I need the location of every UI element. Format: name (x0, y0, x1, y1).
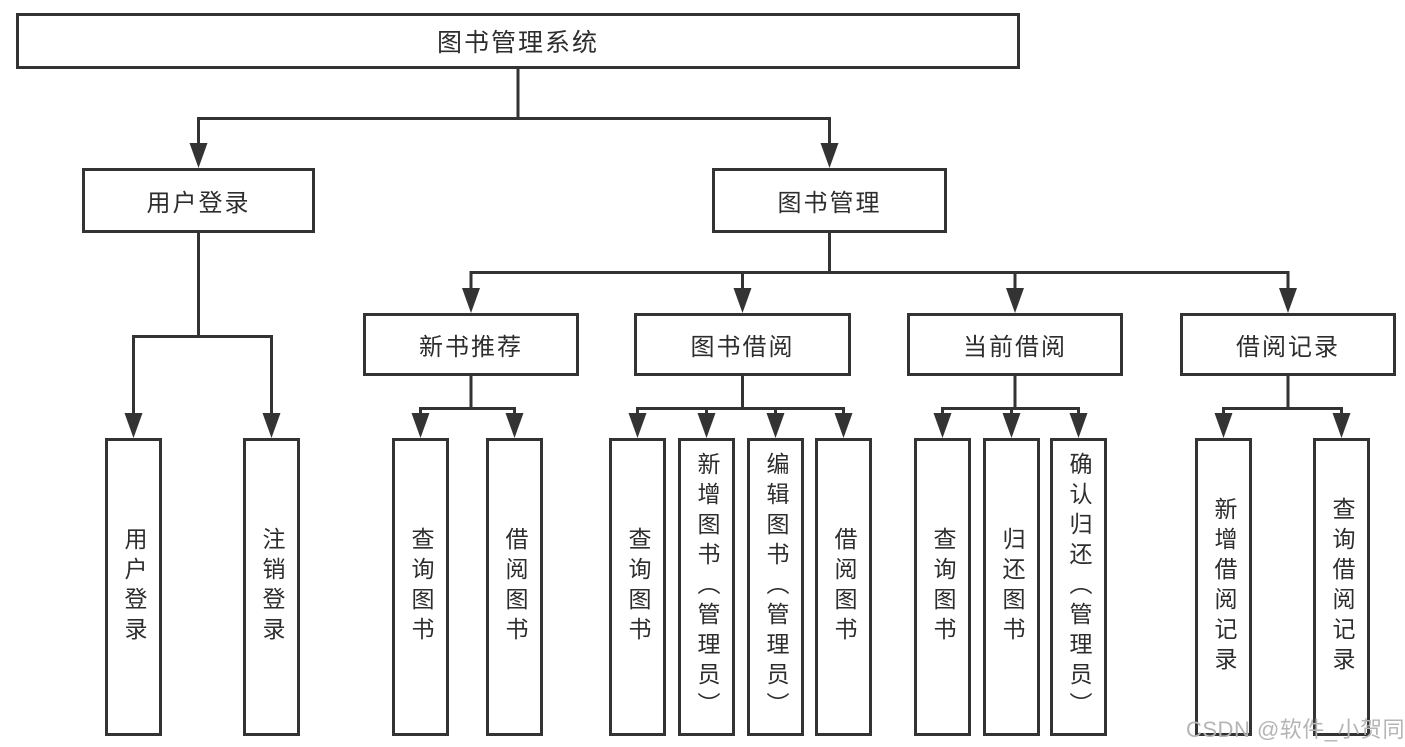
node-new-book-recommend: 新书推荐 (363, 313, 579, 376)
leaf-edit-book-admin: 编辑图书（管理员） (747, 438, 804, 736)
node-book-borrowing: 图书借阅 (634, 313, 851, 376)
node-new-book-recommend-label: 新书推荐 (419, 334, 523, 361)
leaf-borrow-books-recommend: 借阅图书 (486, 438, 543, 736)
node-book-borrowing-label: 图书借阅 (690, 334, 795, 361)
csdn-watermark: CSDN @软件_小贺同学 (1186, 717, 1405, 742)
node-user-login: 用户登录 (82, 168, 315, 233)
node-current-borrowing-label: 当前借阅 (963, 334, 1067, 361)
leaf-add-borrow-record: 新增借阅记录 (1195, 438, 1252, 736)
node-borrowing-records: 借阅记录 (1180, 313, 1396, 376)
node-book-management-label: 图书管理 (777, 190, 882, 217)
leaf-logout: 注销登录 (243, 438, 300, 736)
leaf-query-books-current: 查询图书 (914, 438, 971, 736)
leaf-confirm-return-admin: 确认归还（管理员） (1050, 438, 1107, 736)
node-user-login-label: 用户登录 (146, 190, 251, 217)
node-root: 图书管理系统 (16, 13, 1020, 69)
leaf-borrow-books-borrowing: 借阅图书 (815, 438, 872, 736)
leaf-add-book-admin: 新增图书（管理员） (678, 438, 735, 736)
leaf-query-borrow-record: 查询借阅记录 (1313, 438, 1370, 736)
leaf-query-books-recommend: 查询图书 (392, 438, 449, 736)
node-root-label: 图书管理系统 (436, 29, 599, 57)
node-book-management: 图书管理 (712, 168, 947, 233)
leaf-user-login: 用户登录 (105, 438, 162, 736)
leaf-query-books-borrowing: 查询图书 (609, 438, 666, 736)
node-borrowing-records-label: 借阅记录 (1236, 334, 1340, 361)
leaf-return-book: 归还图书 (983, 438, 1040, 736)
node-current-borrowing: 当前借阅 (907, 313, 1123, 376)
